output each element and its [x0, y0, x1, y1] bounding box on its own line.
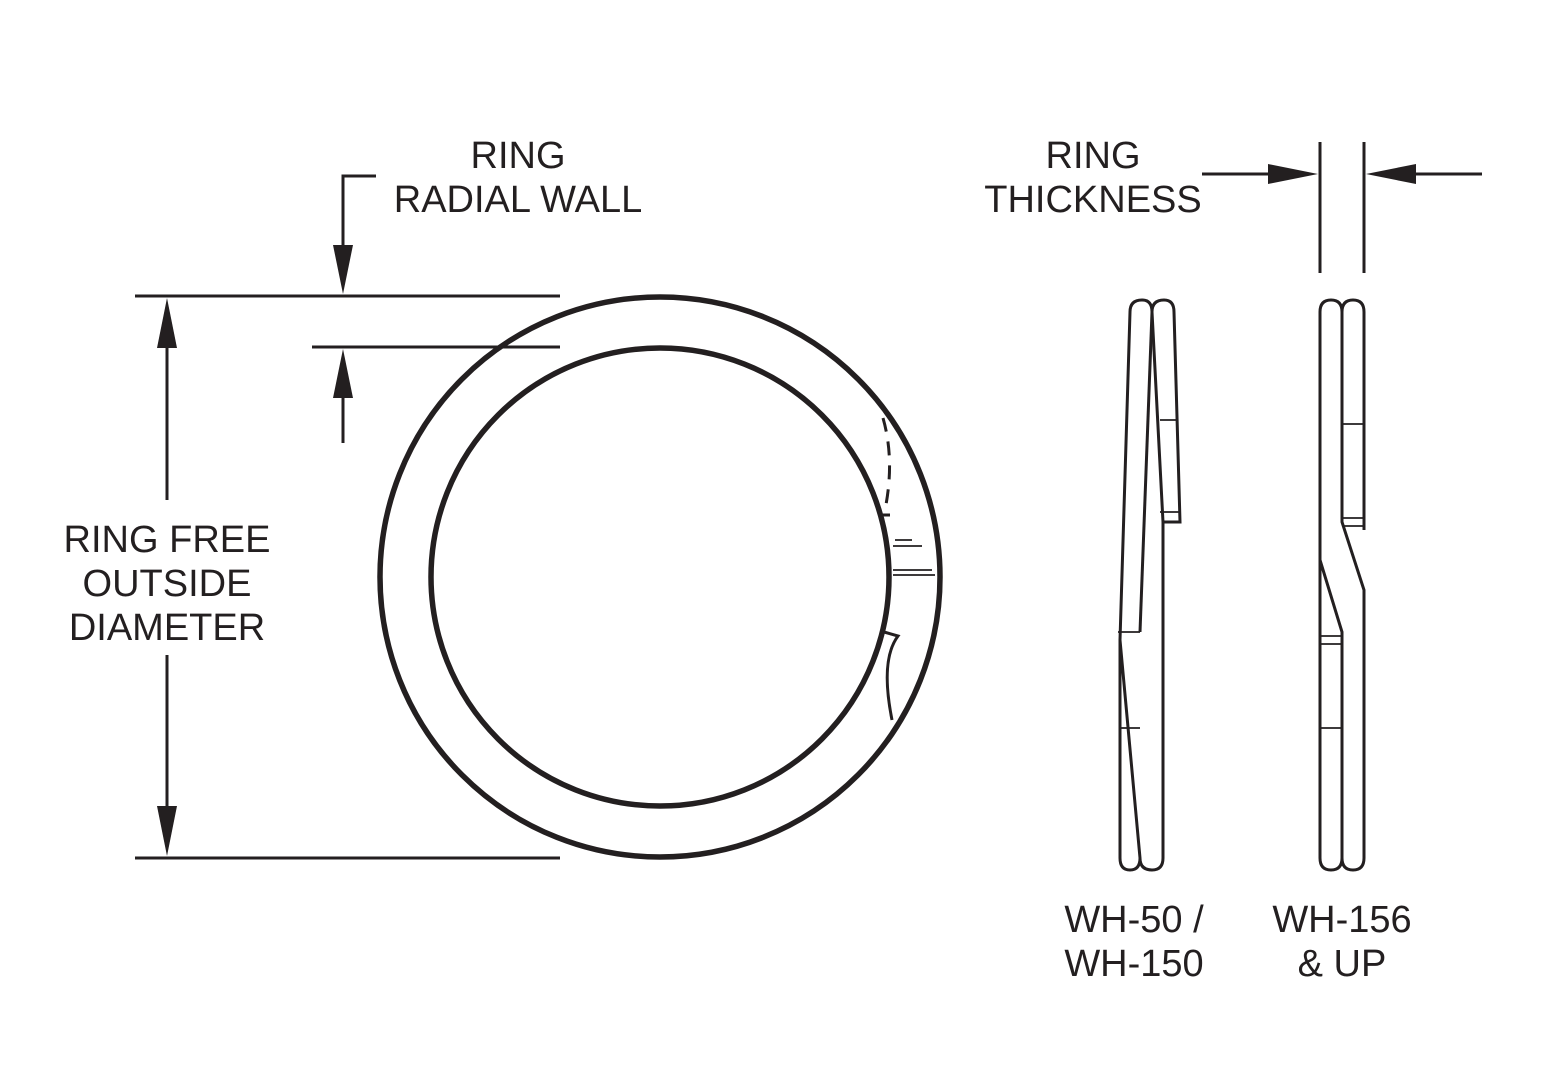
side-view-wh156-up: WH-156 & UP	[1272, 298, 1412, 985]
thickness-arrow-right	[1268, 164, 1318, 184]
ring-gap-dashed-edge	[881, 417, 891, 511]
radial-wall-dimension: RING RADIAL WALL	[312, 135, 642, 443]
thickness-label-line1: RING	[1046, 135, 1141, 177]
ring-gap-end-tab	[883, 630, 901, 721]
thickness-arrow-left	[1366, 164, 1416, 184]
radial-wall-label-line2: RADIAL WALL	[394, 179, 642, 221]
variant-a-label-line2: WH-150	[1064, 943, 1203, 985]
od-label-line3: DIAMETER	[69, 607, 265, 649]
ring-thickness-dimension: RING THICKNESS	[984, 135, 1482, 273]
radial-wall-arrow-down	[333, 245, 353, 294]
variant-b-label-line1: WH-156	[1272, 899, 1411, 941]
side-view-b-left-strip-lower	[1318, 560, 1344, 872]
side-view-b-right-strip	[1340, 298, 1366, 530]
side-view-a-left-strip	[1118, 298, 1165, 872]
side-view-a-tilt-line	[1138, 311, 1154, 633]
thickness-label-line2: THICKNESS	[984, 179, 1201, 221]
od-arrow-down	[157, 806, 177, 856]
ring-inner-edge	[428, 345, 892, 809]
ring-front-view	[377, 294, 943, 860]
variant-a-label-line1: WH-50 /	[1064, 899, 1204, 941]
radial-wall-label-line1: RING	[471, 135, 566, 177]
od-arrow-up	[157, 298, 177, 348]
side-view-a-right-strip-lower	[1118, 640, 1142, 872]
variant-b-label-line2: & UP	[1298, 943, 1387, 985]
ring-outer-edge	[377, 294, 943, 860]
side-view-a-right-strip	[1150, 298, 1182, 524]
side-view-b-left-strip	[1318, 298, 1366, 872]
radial-wall-arrow-up	[333, 349, 353, 398]
od-label-line2: OUTSIDE	[83, 563, 252, 605]
radial-wall-leader	[341, 174, 376, 250]
side-view-wh50-wh150: WH-50 / WH-150	[1064, 298, 1204, 985]
outside-diameter-dimension: RING FREE OUTSIDE DIAMETER	[64, 294, 560, 860]
od-label-line1: RING FREE	[64, 519, 271, 561]
